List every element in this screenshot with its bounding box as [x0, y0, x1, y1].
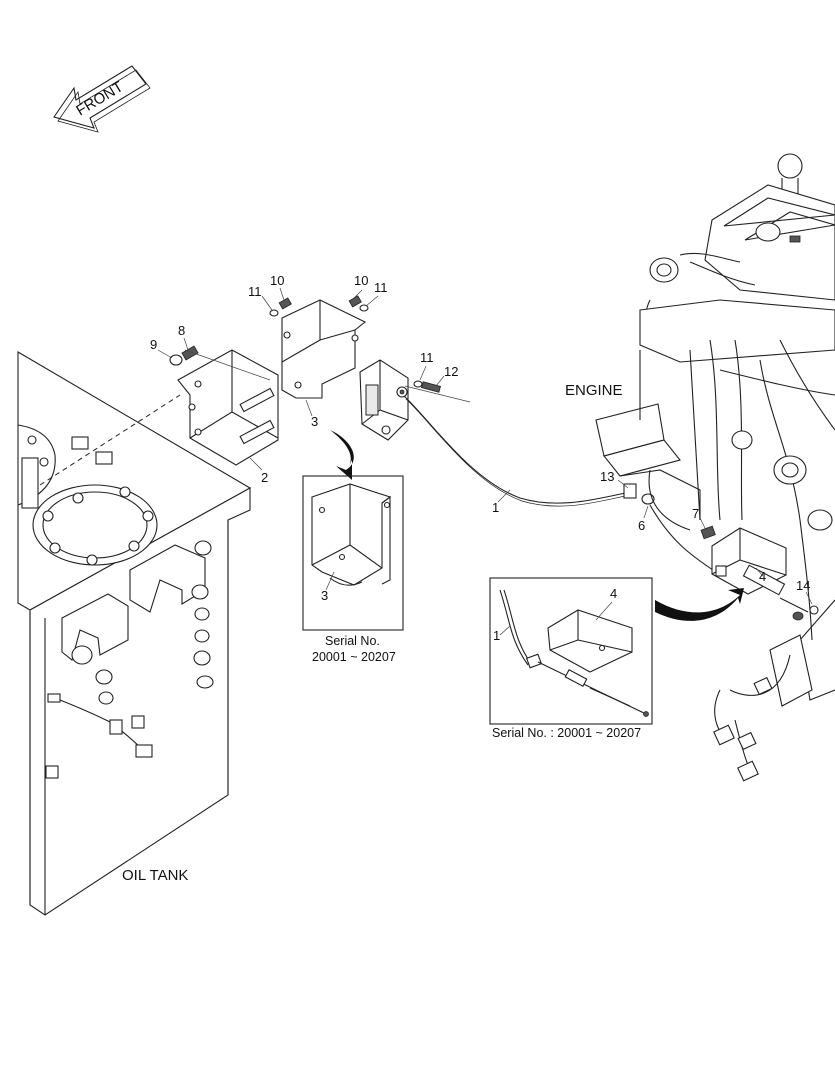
callout-14: 14: [796, 578, 810, 593]
inset-cable-caption: Serial No. : 20001 ~ 20207: [492, 726, 641, 740]
oil-tank: [17, 351, 252, 916]
callout-4: 4: [759, 569, 766, 584]
callout-12: 12: [444, 364, 458, 379]
bracket-4: [700, 525, 819, 621]
callout-1: 1: [492, 500, 499, 515]
control-cable-1-end: [649, 504, 717, 573]
bracket-2: [169, 345, 279, 466]
inset-bracket-caption-line1: Serial No.: [325, 634, 380, 648]
callout-13: 13: [600, 469, 614, 484]
callout-2: 2: [261, 470, 268, 485]
callout-9: 9: [150, 337, 157, 352]
inset-bracket-caption-line2: 20001 ~ 20207: [312, 650, 396, 664]
bracket-3: [269, 295, 369, 399]
callout-6: 6: [638, 518, 645, 533]
control-cable-1: [403, 395, 631, 504]
callout-10-right: 10: [354, 273, 368, 288]
callout-10-left: 10: [270, 273, 284, 288]
callout-leaders: [157, 287, 813, 605]
oil-tank-label: OIL TANK: [122, 867, 188, 884]
callout-8: 8: [178, 323, 185, 338]
engine: [595, 153, 835, 782]
callout-11-left: 11: [248, 284, 262, 299]
inset-bracket-3-number: 3: [321, 588, 328, 603]
callout-7: 7: [692, 506, 699, 521]
inset-cable-number: 1: [493, 628, 500, 643]
front-arrow-icon: FRONT: [53, 65, 151, 133]
callout-3: 3: [311, 414, 318, 429]
inset-cable-bracket-number: 4: [610, 586, 617, 601]
inset-bracket-3: [302, 475, 404, 631]
control-motor: [359, 359, 471, 441]
engine-label: ENGINE: [565, 382, 623, 399]
callout-11-motor: 11: [420, 350, 434, 365]
inset-cable-drawing: [499, 589, 649, 717]
callout-11-right: 11: [374, 280, 388, 295]
inset-bracket-3-drawing: [311, 483, 392, 586]
inset-cable-bracket: [489, 577, 653, 725]
inset-arrow-2: [655, 588, 744, 621]
inset-arrow-1: [330, 430, 354, 480]
